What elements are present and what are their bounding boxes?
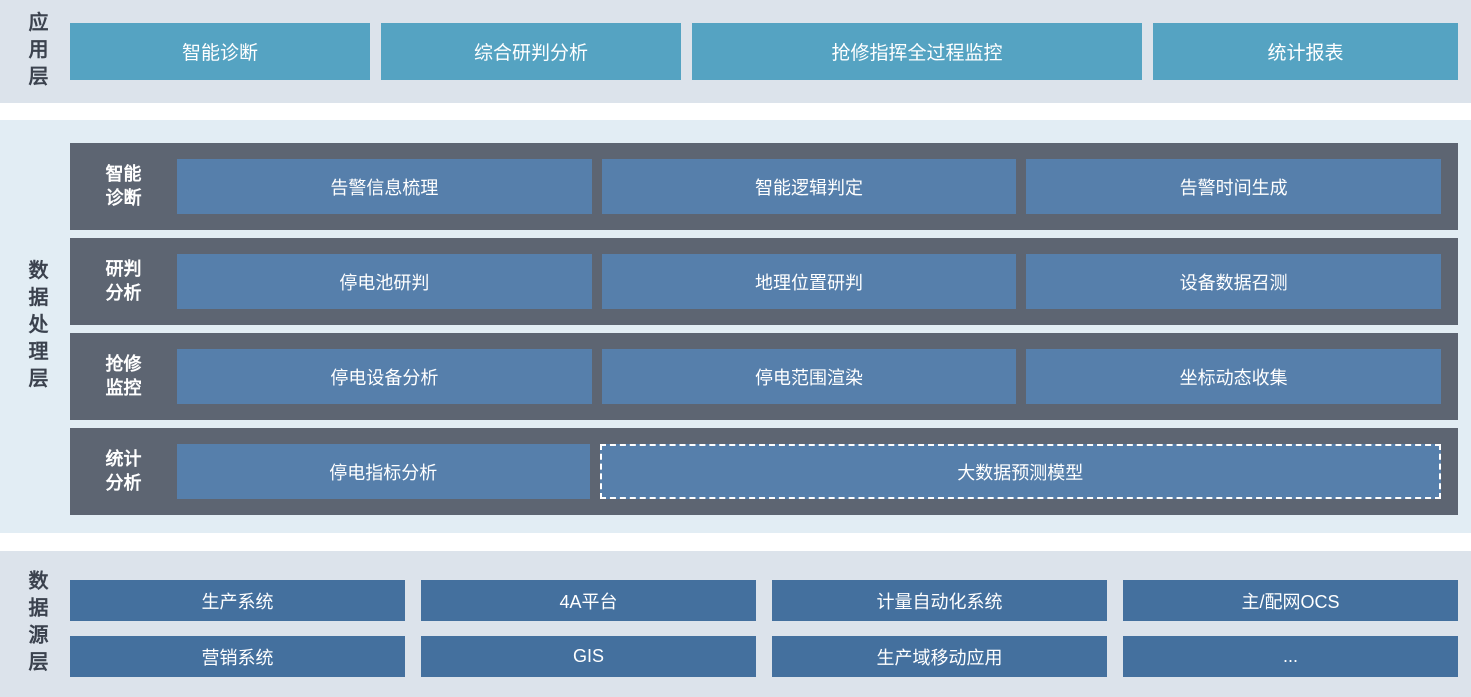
process-row-statistical-analysis: 统计分析 停电指标分析 大数据预测模型: [70, 428, 1458, 515]
process-button-coordinate-dynamic-collection: 坐标动态收集: [1026, 349, 1442, 404]
application-layer-title: 应用层: [25, 11, 47, 92]
source-button-more: ...: [1123, 636, 1458, 677]
data-source-layer-title: 数据源层: [25, 570, 47, 678]
process-button-alarm-time-generation: 告警时间生成: [1026, 159, 1442, 214]
app-button-intelligent-diagnosis: 智能诊断: [70, 23, 370, 80]
source-row-2: 营销系统 GIS 生产域移动应用 ...: [70, 636, 1458, 677]
row-label-intelligent-diagnosis: 智能诊断: [105, 164, 142, 208]
process-row-analysis-judgement: 研判分析 停电池研判 地理位置研判 设备数据召测: [70, 238, 1458, 325]
source-rows: 生产系统 4A平台 计量自动化系统 主/配网OCS 营销系统 GIS 生产域移动…: [70, 551, 1458, 697]
process-row-intelligent-diagnosis: 智能诊断 告警信息梳理 智能逻辑判定 告警时间生成: [70, 143, 1458, 230]
process-button-outage-range-rendering: 停电范围渲染: [601, 349, 1017, 404]
layer-data-processing: 数据处理层 智能诊断 告警信息梳理 智能逻辑判定 告警时间生成 研判分析 停电池…: [0, 120, 1471, 533]
app-button-statistics-report: 统计报表: [1153, 23, 1458, 80]
source-button-production-system: 生产系统: [70, 580, 405, 621]
source-button-main-distribution-ocs: 主/配网OCS: [1123, 580, 1458, 621]
source-button-4a-platform: 4A平台: [421, 580, 756, 621]
source-button-metering-automation-system: 计量自动化系统: [772, 580, 1107, 621]
process-button-bigdata-prediction-model: 大数据预测模型: [599, 444, 1441, 499]
source-row-1: 生产系统 4A平台 计量自动化系统 主/配网OCS: [70, 580, 1458, 621]
source-button-gis: GIS: [421, 636, 756, 677]
layer-application: 应用层 智能诊断 综合研判分析 抢修指挥全过程监控 统计报表: [0, 0, 1471, 103]
process-button-outage-index-analysis: 停电指标分析: [177, 444, 590, 499]
process-button-device-data-recall: 设备数据召测: [1026, 254, 1442, 309]
app-button-repair-command-monitoring: 抢修指挥全过程监控: [692, 23, 1142, 80]
application-buttons: 智能诊断 综合研判分析 抢修指挥全过程监控 统计报表: [70, 0, 1458, 103]
process-button-outage-judgement: 停电池研判: [177, 254, 592, 309]
process-button-outage-device-analysis: 停电设备分析: [177, 349, 592, 404]
source-button-marketing-system: 营销系统: [70, 636, 405, 677]
app-button-comprehensive-analysis: 综合研判分析: [381, 23, 681, 80]
process-button-intelligent-logic-judgement: 智能逻辑判定: [601, 159, 1017, 214]
layer-data-source: 数据源层 生产系统 4A平台 计量自动化系统 主/配网OCS 营销系统 GIS …: [0, 551, 1471, 697]
process-row-repair-monitoring: 抢修监控 停电设备分析 停电范围渲染 坐标动态收集: [70, 333, 1458, 420]
process-rows: 智能诊断 告警信息梳理 智能逻辑判定 告警时间生成 研判分析 停电池研判 地理位…: [70, 120, 1458, 533]
process-button-alarm-info-sorting: 告警信息梳理: [177, 159, 592, 214]
data-processing-layer-title: 数据处理层: [25, 259, 47, 394]
row-label-statistical-analysis: 统计分析: [105, 449, 142, 493]
process-button-geolocation-judgement: 地理位置研判: [601, 254, 1017, 309]
row-label-repair-monitoring: 抢修监控: [105, 354, 142, 398]
row-label-analysis-judgement: 研判分析: [105, 259, 142, 303]
source-button-production-mobile-app: 生产域移动应用: [772, 636, 1107, 677]
